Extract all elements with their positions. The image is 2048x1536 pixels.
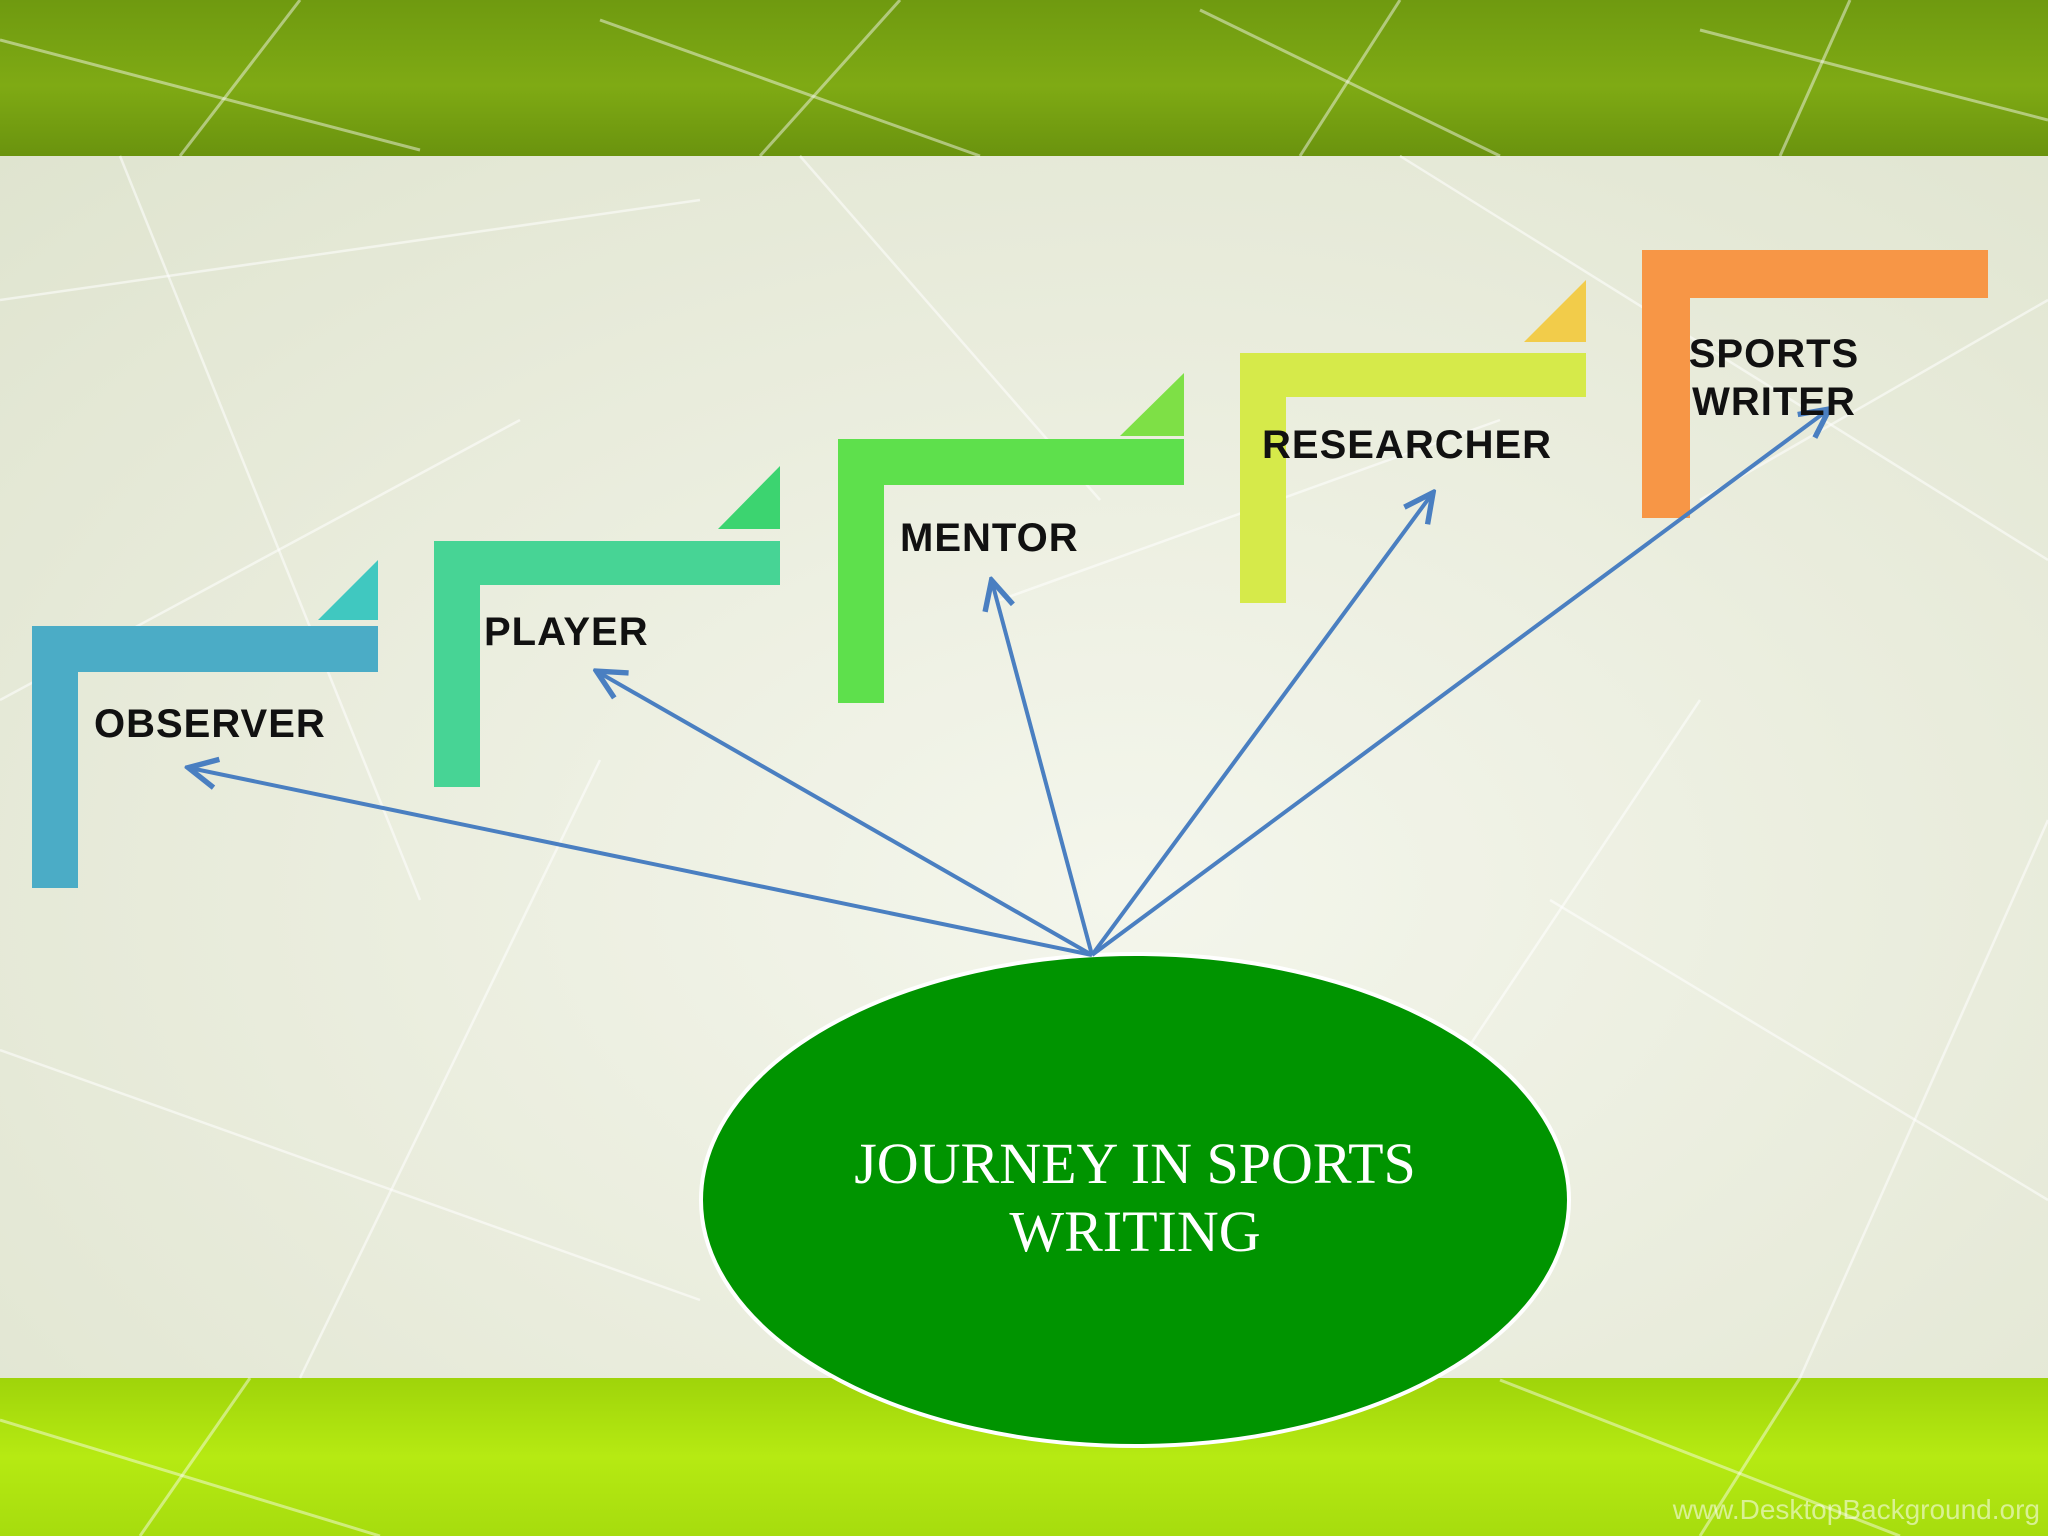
center-title: JOURNEY IN SPORTS WRITING bbox=[854, 1131, 1416, 1264]
arrow-to-researcher bbox=[1090, 494, 1432, 957]
step-label-observer: OBSERVER bbox=[94, 702, 326, 746]
step-bracket-player bbox=[434, 466, 780, 787]
step-bracket-sports-writer bbox=[1642, 250, 1988, 518]
center-ellipse bbox=[699, 952, 1571, 1448]
arrow-to-player bbox=[598, 672, 1093, 957]
bracket-corner-triangle bbox=[1120, 373, 1184, 436]
arrow-to-sports-writer bbox=[1090, 410, 1828, 957]
bracket-corner-triangle bbox=[718, 466, 780, 529]
step-label-sports-writer: SPORTS WRITER bbox=[1688, 332, 1860, 424]
step-label-mentor: MENTOR bbox=[900, 516, 1079, 560]
arrow-to-mentor bbox=[992, 582, 1094, 956]
bracket-corner-triangle bbox=[1524, 280, 1586, 342]
step-label-player: PLAYER bbox=[484, 610, 649, 654]
step-bracket-observer bbox=[32, 560, 378, 888]
top-band bbox=[0, 0, 2048, 156]
watermark: www.DesktopBackground.org bbox=[1672, 1494, 2040, 1525]
step-bracket-researcher bbox=[1240, 280, 1586, 603]
arrow-to-observer bbox=[190, 768, 1093, 957]
step-bracket-mentor bbox=[838, 373, 1184, 703]
step-label-researcher: RESEARCHER bbox=[1262, 423, 1553, 467]
bracket-corner-triangle bbox=[318, 560, 378, 620]
